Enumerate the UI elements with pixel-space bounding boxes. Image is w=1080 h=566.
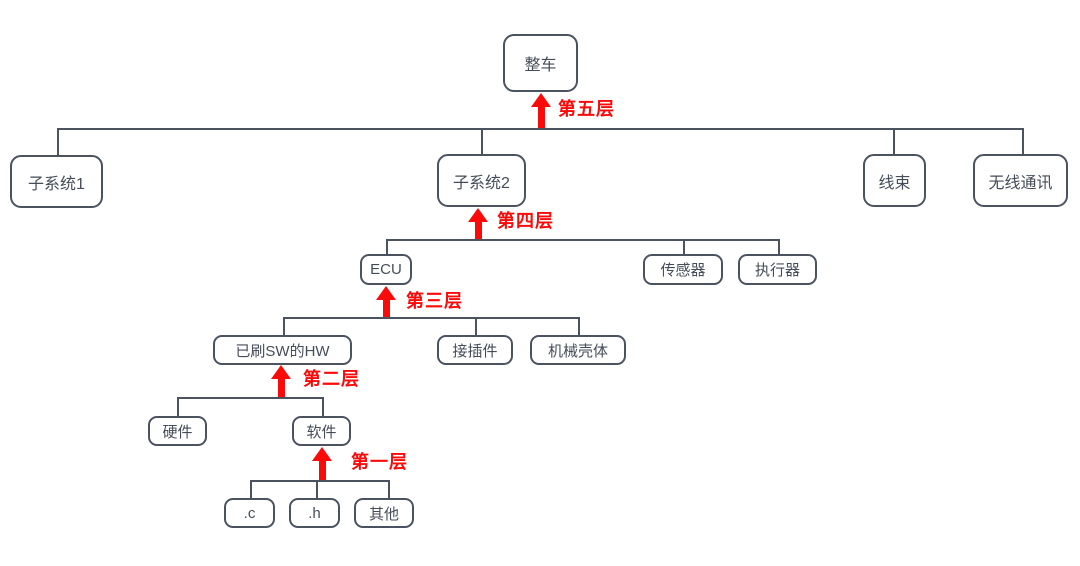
level-4-up-arrow bbox=[468, 208, 488, 239]
connector-bus-line-1 bbox=[57, 128, 1022, 130]
node-label: 软件 bbox=[306, 423, 337, 441]
arrow-shaft bbox=[537, 106, 545, 128]
node-actuator: 执行器 bbox=[738, 254, 817, 285]
node-label: 执行器 bbox=[754, 262, 800, 279]
node-label: 整车 bbox=[524, 57, 557, 74]
node-whole-vehicle: 整车 bbox=[503, 34, 578, 92]
connector-drop-line-4-2 bbox=[322, 397, 324, 416]
connector-bus-line-5 bbox=[250, 480, 388, 482]
connector-bus-line-3 bbox=[283, 317, 578, 319]
node-other-file: 其他 bbox=[354, 498, 414, 528]
node-label: 无线通讯 bbox=[988, 174, 1053, 192]
node-label: 其他 bbox=[368, 505, 399, 523]
connector-drop-line-5-1 bbox=[250, 480, 252, 498]
node-label: 线束 bbox=[878, 174, 911, 192]
connector-drop-line-1-2 bbox=[481, 128, 483, 155]
level-2-label: 第二层 bbox=[303, 369, 360, 389]
level-3-up-arrow bbox=[376, 286, 396, 317]
level-2-up-arrow bbox=[271, 365, 291, 397]
node-label: 硬件 bbox=[162, 423, 193, 441]
connector-drop-line-3-2 bbox=[475, 317, 477, 335]
node-label: .h bbox=[308, 504, 321, 522]
connector-bus-line-4 bbox=[177, 397, 322, 399]
connector-drop-line-3-1 bbox=[283, 317, 285, 335]
node-subsystem-1: 子系统1 bbox=[10, 155, 103, 208]
connector-drop-line-1-3 bbox=[893, 128, 895, 155]
node-label: 子系统1 bbox=[28, 175, 85, 193]
arrow-shaft bbox=[382, 299, 390, 317]
connector-drop-line-5-2 bbox=[316, 480, 318, 498]
level-5-label: 第五层 bbox=[558, 99, 615, 119]
arrow-head-icon bbox=[531, 93, 551, 107]
arrow-shaft bbox=[318, 460, 326, 480]
connector-drop-line-1-1 bbox=[57, 128, 59, 155]
level-4-label: 第四层 bbox=[497, 211, 554, 231]
node-software: 软件 bbox=[292, 416, 351, 446]
arrow-head-icon bbox=[468, 208, 488, 222]
node-connector-part: 接插件 bbox=[437, 335, 513, 365]
level-5-up-arrow bbox=[531, 93, 551, 128]
node-dot-h-file: .h bbox=[289, 498, 340, 528]
node-label: 子系统2 bbox=[453, 174, 510, 192]
arrow-shaft bbox=[277, 378, 285, 397]
arrow-shaft bbox=[474, 221, 482, 239]
node-wireless-comm: 无线通讯 bbox=[973, 154, 1068, 207]
node-label: ECU bbox=[370, 261, 402, 278]
node-label: 接插件 bbox=[452, 342, 498, 360]
connector-drop-line-3-3 bbox=[578, 317, 580, 335]
node-label: 已刷SW的HW bbox=[235, 342, 330, 360]
node-sensor: 传感器 bbox=[643, 254, 723, 285]
connector-drop-line-2-3 bbox=[778, 239, 780, 254]
node-label: 机械壳体 bbox=[547, 342, 608, 360]
arrow-head-icon bbox=[271, 365, 291, 379]
level-1-label: 第一层 bbox=[351, 452, 408, 472]
node-label: .c bbox=[243, 504, 256, 522]
node-wiring-harness: 线束 bbox=[863, 154, 926, 207]
node-hw-with-flashed-sw: 已刷SW的HW bbox=[213, 335, 352, 365]
node-label: 传感器 bbox=[660, 262, 706, 279]
connector-drop-line-2-2 bbox=[683, 239, 685, 254]
node-dot-c-file: .c bbox=[224, 498, 275, 528]
node-subsystem-2: 子系统2 bbox=[437, 154, 526, 207]
connector-drop-line-2-1 bbox=[386, 239, 388, 254]
node-mechanical-housing: 机械壳体 bbox=[530, 335, 626, 365]
node-hardware: 硬件 bbox=[148, 416, 207, 446]
connector-bus-line-2 bbox=[386, 239, 778, 241]
level-1-up-arrow bbox=[312, 447, 332, 480]
level-3-label: 第三层 bbox=[406, 291, 463, 311]
arrow-head-icon bbox=[312, 447, 332, 461]
connector-drop-line-1-4 bbox=[1022, 128, 1024, 155]
connector-drop-line-5-3 bbox=[388, 480, 390, 498]
connector-drop-line-4-1 bbox=[177, 397, 179, 416]
node-ecu: ECU bbox=[360, 254, 412, 285]
arrow-head-icon bbox=[376, 286, 396, 300]
